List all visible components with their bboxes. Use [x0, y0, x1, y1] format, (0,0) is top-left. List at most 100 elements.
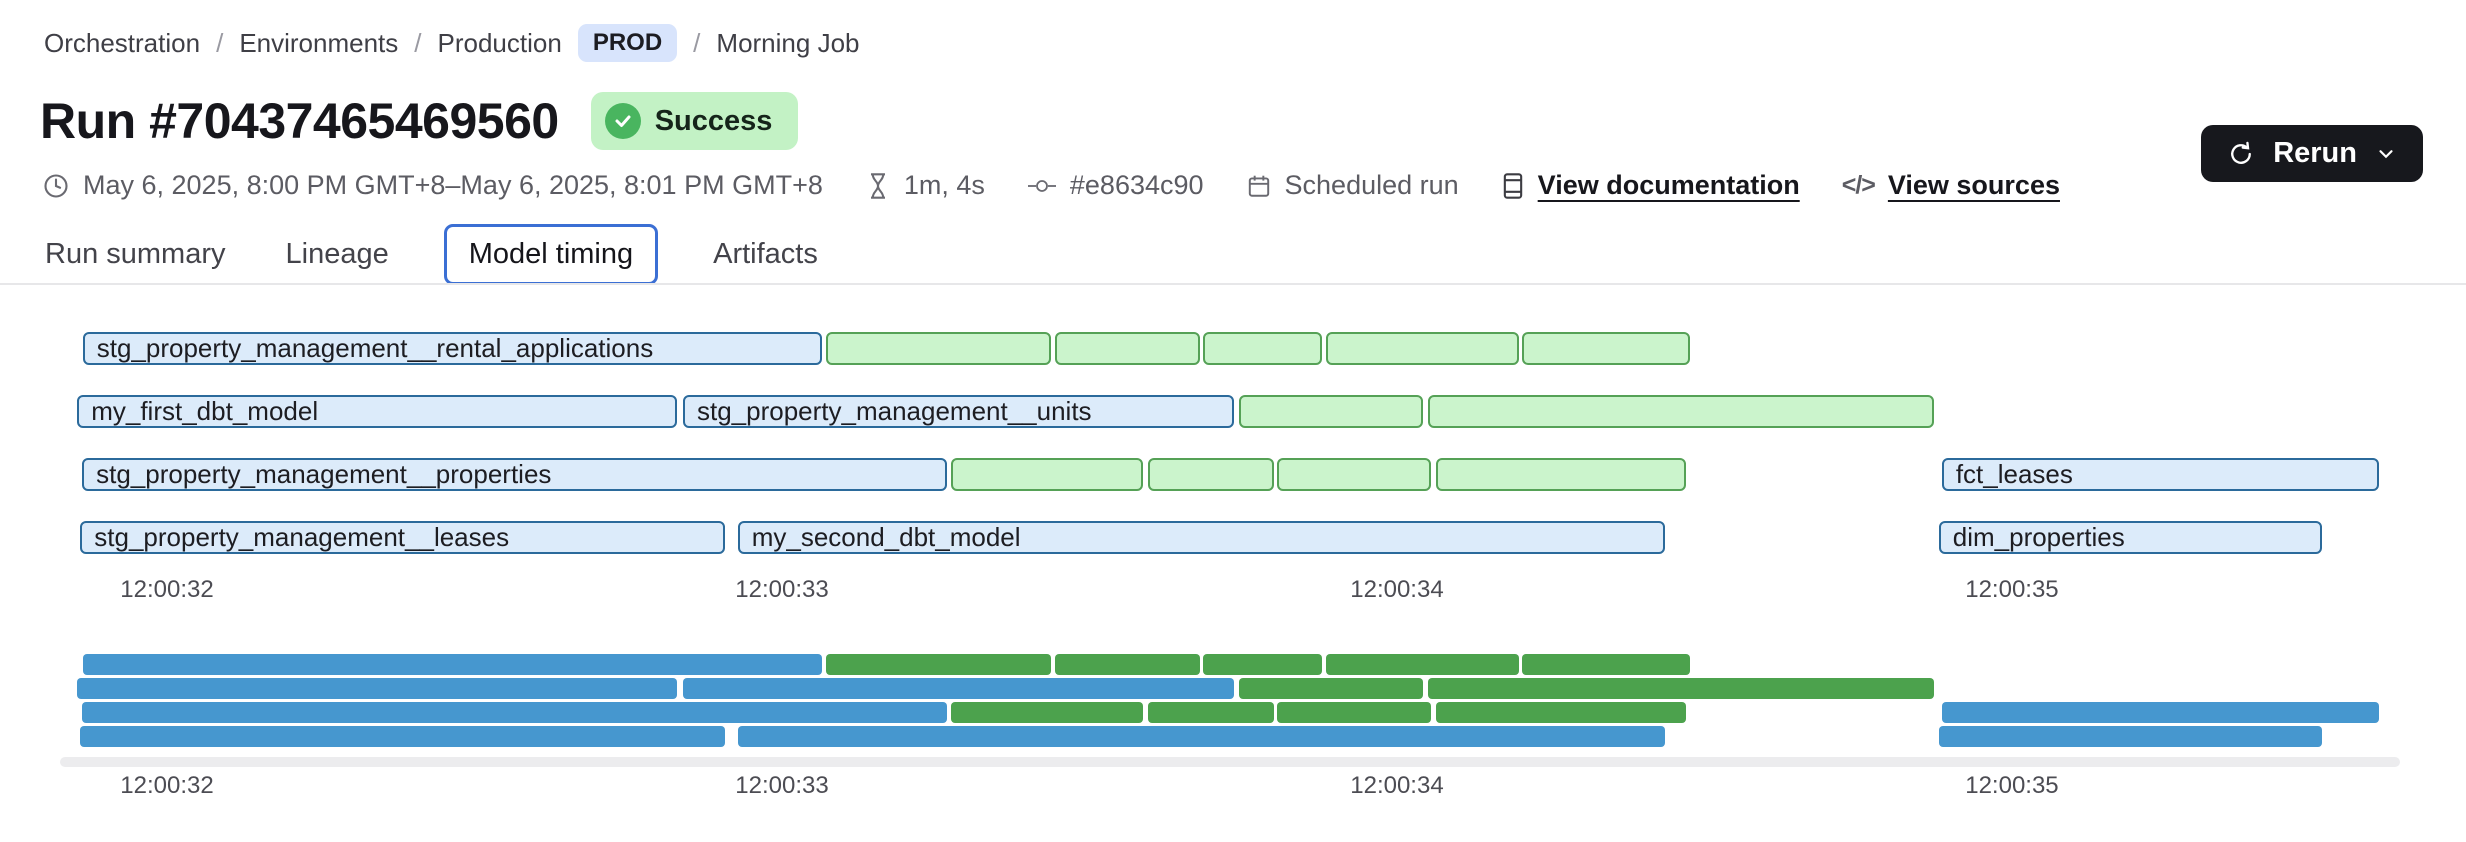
- run-duration: 1m, 4s: [865, 170, 985, 201]
- rerun-label: Rerun: [2273, 137, 2357, 169]
- axis-tick-label: 12:00:34: [1350, 576, 1444, 603]
- minimap-bar: [1427, 678, 1934, 699]
- minimap-bar: [1147, 702, 1274, 723]
- chevron-down-icon: [2375, 143, 2397, 165]
- gantt-bar[interactable]: stg_property_management__properties: [82, 458, 947, 491]
- minimap-row: [60, 702, 2400, 723]
- status-label: Success: [654, 104, 773, 137]
- run-commit: #e8634c90: [1027, 170, 1204, 201]
- gantt-time-axis: 12:00:32 12:00:33 12:00:34 12:00:35: [60, 576, 2400, 606]
- breadcrumb-item-production[interactable]: Production: [437, 27, 562, 58]
- rerun-button[interactable]: Rerun: [2201, 125, 2423, 182]
- minimap-bar: [1203, 654, 1322, 675]
- environment-badge: PROD: [577, 24, 678, 62]
- trigger-label: Scheduled run: [1284, 170, 1459, 200]
- view-sources-link[interactable]: View sources: [1887, 170, 2060, 200]
- run-metadata: May 6, 2025, 8:00 PM GMT+8–May 6, 2025, …: [42, 170, 2060, 201]
- tab-model-timing[interactable]: Model timing: [443, 224, 659, 285]
- gantt-bar[interactable]: [1427, 395, 1934, 428]
- minimap-bar: [1938, 726, 2322, 747]
- axis-tick-label: 12:00:33: [735, 576, 829, 603]
- axis-tick-label: 12:00:33: [735, 772, 829, 799]
- documentation-link-group: View documentation: [1501, 170, 1800, 201]
- status-badge: Success: [590, 92, 799, 150]
- axis-tick-label: 12:00:35: [1965, 576, 2059, 603]
- gantt-bar[interactable]: stg_property_management__leases: [80, 521, 725, 554]
- gantt-bar[interactable]: [951, 458, 1143, 491]
- gantt-bar[interactable]: [1203, 332, 1322, 365]
- code-icon: </>: [1841, 171, 1876, 199]
- model-timing-gantt: stg_property_management__rental_applicat…: [60, 332, 2400, 554]
- gantt-bar[interactable]: stg_property_management__rental_applicat…: [82, 332, 822, 365]
- axis-tick-label: 12:00:32: [120, 576, 214, 603]
- minimap-row: [60, 654, 2400, 675]
- gantt-bar[interactable]: my_first_dbt_model: [77, 395, 677, 428]
- gantt-bar[interactable]: [1326, 332, 1520, 365]
- minimap-bar: [951, 702, 1143, 723]
- gantt-bar[interactable]: fct_leases: [1941, 458, 2380, 491]
- minimap-bar: [80, 726, 725, 747]
- clock-icon: [42, 172, 70, 200]
- minimap-bar: [77, 678, 677, 699]
- view-documentation-link[interactable]: View documentation: [1537, 170, 1800, 200]
- gantt-bar[interactable]: [1147, 458, 1274, 491]
- gantt-bar[interactable]: stg_property_management__units: [682, 395, 1234, 428]
- axis-tick-label: 12:00:35: [1965, 772, 2059, 799]
- run-trigger: Scheduled run: [1246, 170, 1459, 201]
- minimap-row: [60, 726, 2400, 747]
- minimap-bar: [82, 654, 822, 675]
- breadcrumb-item-orchestration[interactable]: Orchestration: [44, 27, 201, 58]
- gantt-row: stg_property_management__properties fct_l…: [60, 458, 2400, 491]
- minimap-bar: [682, 678, 1234, 699]
- run-dates: May 6, 2025, 8:00 PM GMT+8–May 6, 2025, …: [42, 170, 823, 201]
- document-icon: [1501, 172, 1525, 200]
- breadcrumb-item-environments[interactable]: Environments: [239, 27, 399, 58]
- gantt-bar[interactable]: [1521, 332, 1691, 365]
- breadcrumb-item-morning-job[interactable]: Morning Job: [716, 27, 860, 58]
- title-row: Run #70437465469560 Success: [40, 92, 799, 150]
- success-check-icon: [604, 103, 641, 139]
- refresh-icon: [2227, 140, 2255, 168]
- minimap-row: [60, 678, 2400, 699]
- commit-hash[interactable]: #e8634c90: [1069, 170, 1204, 200]
- tabs-divider: [0, 283, 2466, 285]
- gantt-row: stg_property_management__leases my_second…: [60, 521, 2400, 554]
- run-tabs: Run summary Lineage Model timing Artifac…: [40, 224, 823, 285]
- run-date-range: May 6, 2025, 8:00 PM GMT+8–May 6, 2025, …: [83, 170, 823, 200]
- gantt-bar[interactable]: [1277, 458, 1431, 491]
- minimap-bar: [1055, 654, 1201, 675]
- minimap-bar: [1521, 654, 1691, 675]
- minimap-bar: [1941, 702, 2380, 723]
- minimap-bar: [826, 654, 1051, 675]
- minimap-scrollbar-track[interactable]: [60, 757, 2400, 767]
- gantt-bar[interactable]: my_second_dbt_model: [737, 521, 1666, 554]
- breadcrumb-separator: /: [693, 27, 701, 58]
- minimap-bar: [737, 726, 1666, 747]
- minimap-time-axis: 12:00:32 12:00:33 12:00:34 12:00:35: [60, 772, 2400, 802]
- axis-tick-label: 12:00:34: [1350, 772, 1444, 799]
- gantt-bar[interactable]: [1055, 332, 1201, 365]
- calendar-icon: [1246, 172, 1272, 200]
- gantt-row: stg_property_management__rental_applicat…: [60, 332, 2400, 365]
- breadcrumb: Orchestration / Environments / Productio…: [44, 24, 859, 62]
- page-title: Run #70437465469560: [40, 93, 559, 149]
- tab-run-summary[interactable]: Run summary: [45, 238, 226, 270]
- hourglass-icon: [865, 172, 891, 200]
- tab-artifacts[interactable]: Artifacts: [713, 238, 818, 270]
- gantt-bar[interactable]: dim_properties: [1938, 521, 2322, 554]
- breadcrumb-separator: /: [216, 27, 224, 58]
- tab-lineage[interactable]: Lineage: [285, 238, 389, 270]
- sources-link-group: </> View sources: [1842, 170, 2060, 201]
- timing-minimap[interactable]: [60, 654, 2400, 748]
- run-duration-value: 1m, 4s: [903, 170, 985, 200]
- commit-icon: [1027, 174, 1057, 198]
- gantt-bar[interactable]: [826, 332, 1051, 365]
- minimap-bar: [1238, 678, 1423, 699]
- gantt-bar[interactable]: [1435, 458, 1686, 491]
- minimap-bar: [82, 702, 947, 723]
- axis-tick-label: 12:00:32: [120, 772, 214, 799]
- minimap-bar: [1277, 702, 1431, 723]
- gantt-bar[interactable]: [1238, 395, 1423, 428]
